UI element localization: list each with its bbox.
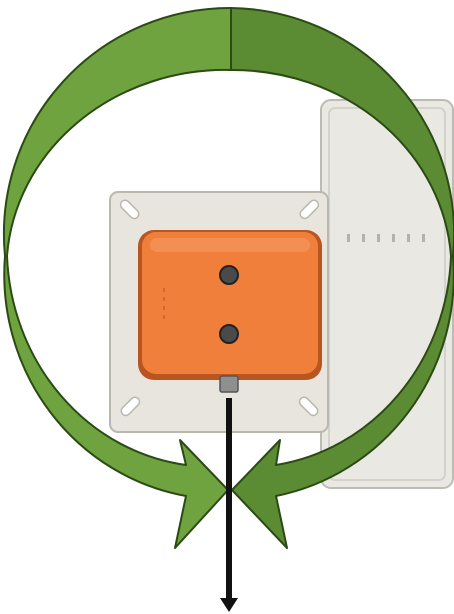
housing-screw-top (219, 265, 239, 285)
rotation-arrow-right (230, 7, 454, 549)
cable-connector (219, 375, 239, 393)
housing-screw-bottom (219, 324, 239, 344)
cable-direction-arrow (220, 398, 238, 612)
rotation-arrow-left (2, 6, 232, 549)
plate-mounting-slots (119, 199, 320, 417)
panel-vent-slots (347, 234, 425, 242)
orange-housing (138, 230, 322, 393)
